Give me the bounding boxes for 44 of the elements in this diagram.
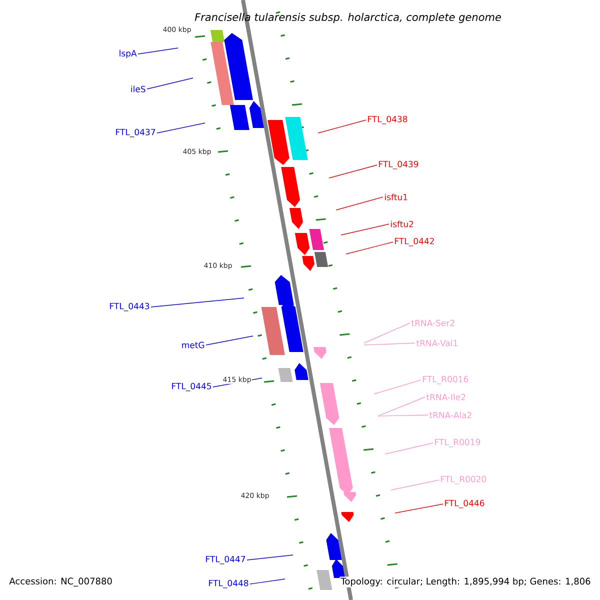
gene-label: lspA [120, 50, 137, 58]
gene-label: FTL_R0016 [423, 376, 468, 384]
leader-line [384, 442, 434, 454]
gene-label: FTL_R0020 [441, 476, 486, 484]
gene-label: FTL_0438 [368, 116, 408, 124]
leader-line [364, 322, 410, 344]
leader-line [318, 120, 366, 134]
gene-label: isftu2 [391, 220, 414, 228]
gene-label: FTL_0445 [172, 382, 212, 392]
leader-line [146, 78, 194, 90]
leader-line [328, 164, 378, 178]
leader-line [378, 396, 426, 416]
gene-label: FTL_0442 [395, 238, 434, 246]
title: Francisella tularensis subsp. holarctica, complete genome [194, 12, 501, 24]
gene-label: FTL_0443 [110, 302, 150, 312]
gene-label: tRNA-Ser2 [411, 320, 454, 326]
gene-label: tRNA-Val1 [416, 340, 458, 346]
gene-label: FTL_0447 [206, 556, 246, 564]
leader-line [246, 554, 294, 560]
leader-line [250, 578, 286, 584]
gene-label: FTL_0437 [116, 128, 156, 138]
accession-text: Accession: NC_007880 [9, 578, 112, 586]
gene-label: FTL_R0019 [435, 438, 480, 448]
leader-line [156, 122, 206, 134]
gene-label: FTL_0446 [445, 500, 484, 508]
gene-label: isftu1 [385, 194, 408, 200]
leader-line [138, 48, 178, 54]
leader-line [390, 480, 440, 490]
gene-label: tRNA-Ala2 [429, 412, 472, 418]
gene-label: metG [182, 342, 204, 348]
leader-line [374, 380, 422, 394]
leader-line [150, 298, 244, 308]
leader-line [394, 504, 444, 514]
leader-line [340, 224, 390, 236]
leader-line [336, 196, 384, 210]
gene-label: tRNA-Ile2 [426, 394, 466, 400]
leader-line [364, 342, 416, 346]
leader-line [206, 336, 254, 346]
leader-line [378, 414, 428, 416]
leader-line [346, 242, 394, 254]
gene-label: FTL_0448 [209, 580, 248, 588]
gene-label: ileS [131, 86, 146, 92]
summary-text: Topology: circular; Length: 1,895,994 bp; Genes: 1,806 [340, 576, 592, 588]
gene-label: FTL_0439 [379, 160, 418, 170]
